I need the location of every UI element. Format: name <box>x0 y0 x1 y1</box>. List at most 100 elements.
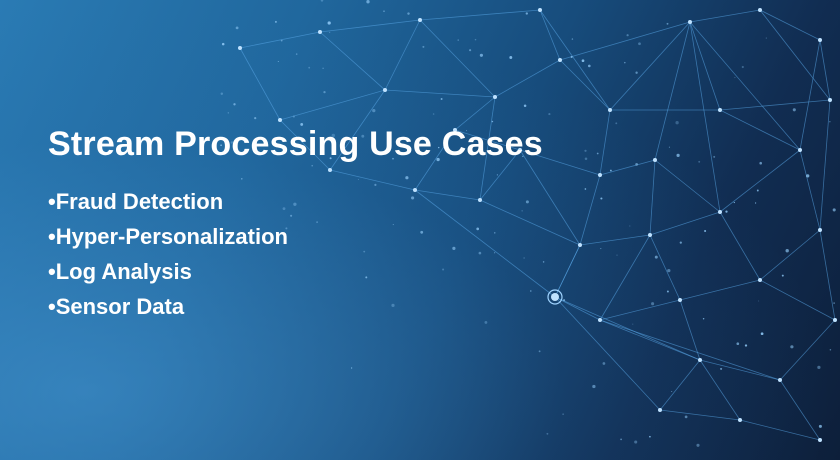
slide-content: Stream Processing Use Cases •Fraud Detec… <box>48 125 543 324</box>
network-particle <box>792 108 796 112</box>
network-node <box>578 243 582 247</box>
network-node <box>778 378 782 382</box>
network-node <box>798 148 802 152</box>
network-node <box>598 318 602 322</box>
network-particle <box>620 438 622 441</box>
network-node <box>718 108 722 112</box>
network-line <box>779 319 836 381</box>
network-particle <box>756 189 759 192</box>
network-line <box>654 159 721 213</box>
use-case-label: Hyper-Personalization <box>55 224 288 249</box>
network-line <box>699 359 781 381</box>
network-particle <box>420 230 424 234</box>
network-particle <box>615 122 618 125</box>
network-line <box>719 99 831 111</box>
network-particle <box>817 365 821 370</box>
network-node <box>818 438 822 442</box>
network-node <box>818 38 822 42</box>
network-particle <box>331 133 335 138</box>
network-particle <box>765 37 767 39</box>
network-node <box>648 233 652 237</box>
network-particle <box>466 130 467 132</box>
use-case-item: •Fraud Detection <box>48 184 543 219</box>
network-particle <box>638 42 641 46</box>
network-line <box>329 89 386 171</box>
network-particle <box>725 210 728 213</box>
network-particle <box>357 178 359 180</box>
network-node <box>653 158 657 162</box>
network-particle <box>233 103 236 106</box>
network-particle <box>474 38 477 41</box>
network-line <box>689 21 721 111</box>
network-line <box>554 296 701 361</box>
network-line <box>539 9 561 61</box>
network-particle <box>632 323 634 325</box>
network-line <box>559 59 611 111</box>
network-particle <box>785 249 789 253</box>
network-node <box>418 18 422 22</box>
network-line <box>329 169 416 191</box>
network-line <box>689 21 801 151</box>
network-line <box>759 9 831 101</box>
network-line <box>759 9 821 41</box>
network-particle <box>702 318 705 320</box>
network-particle <box>760 332 764 336</box>
network-particle <box>494 232 496 234</box>
network-line <box>519 149 601 176</box>
network-node <box>478 198 482 202</box>
network-particle <box>405 176 409 180</box>
network-line <box>719 109 801 151</box>
network-particle <box>235 26 239 30</box>
network-particle <box>713 155 716 158</box>
network-particle <box>755 202 757 204</box>
network-particle <box>668 146 670 148</box>
network-node <box>678 298 682 302</box>
network-node <box>738 418 742 422</box>
network-particle <box>282 207 286 211</box>
network-particle <box>610 169 612 172</box>
network-particle <box>734 77 736 79</box>
network-particle <box>366 0 370 4</box>
network-line <box>649 234 681 301</box>
network-node <box>698 358 702 362</box>
network-particle <box>759 161 762 165</box>
network-particle <box>295 53 298 55</box>
network-line <box>414 189 556 298</box>
network-particle <box>525 12 528 15</box>
network-line <box>739 419 821 441</box>
network-particle <box>452 246 456 250</box>
network-line <box>609 21 691 111</box>
network-line <box>279 89 386 121</box>
network-particle <box>484 320 488 324</box>
network-particle <box>361 134 365 138</box>
network-node <box>608 108 612 112</box>
network-node <box>828 98 832 102</box>
network-particle <box>392 157 394 160</box>
network-line <box>599 109 611 176</box>
use-case-item: •Log Analysis <box>48 254 543 289</box>
network-line <box>539 9 611 111</box>
network-node <box>413 188 417 192</box>
network-line <box>384 89 496 98</box>
network-particle <box>230 141 234 144</box>
network-line <box>279 119 331 171</box>
use-case-item: •Hyper-Personalization <box>48 219 543 254</box>
network-line <box>599 299 681 321</box>
network-node-ring <box>547 289 563 305</box>
network-particle <box>365 276 368 279</box>
network-particle <box>744 344 748 347</box>
network-particle <box>667 268 671 273</box>
network-line <box>559 21 691 61</box>
network-line <box>799 39 821 151</box>
network-line <box>719 149 801 213</box>
network-line <box>554 296 601 321</box>
network-particle <box>320 0 324 2</box>
network-particle <box>442 268 445 271</box>
network-particle <box>542 261 545 263</box>
network-particle <box>363 250 366 253</box>
network-particle <box>635 71 638 74</box>
network-particle <box>587 64 591 68</box>
network-particle <box>277 60 279 63</box>
use-case-label: Fraud Detection <box>55 189 224 214</box>
